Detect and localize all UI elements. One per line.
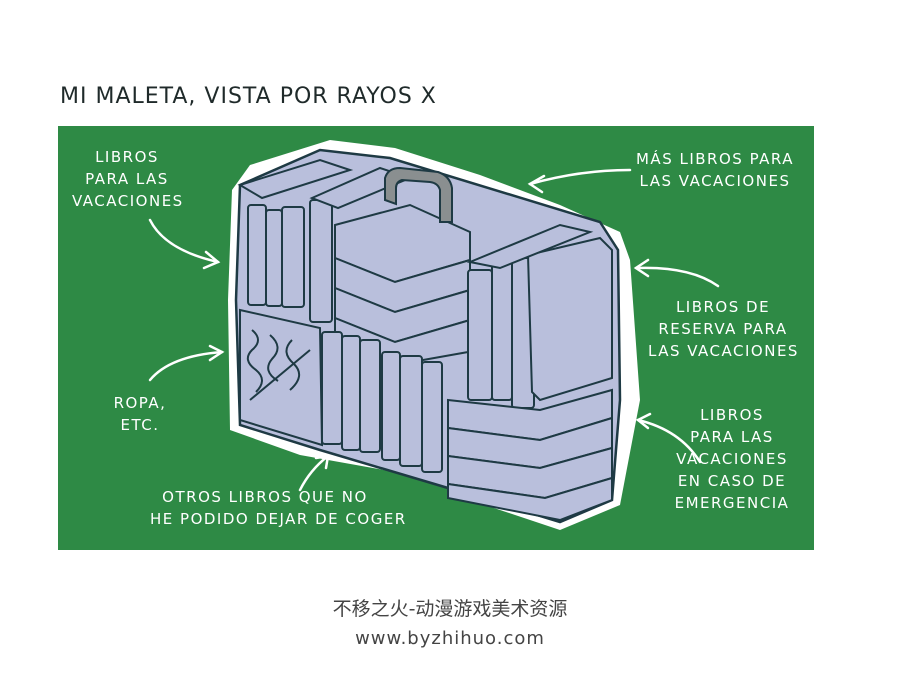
watermark-url: www.byzhihuo.com [355, 628, 545, 649]
arrow-mid-right [634, 266, 720, 288]
arrow-bottom-center [298, 454, 330, 492]
label-line: LIBROS [700, 406, 764, 424]
label-mid-left: ROPA, ETC. [105, 392, 175, 436]
label-line: LAS VACACIONES [648, 342, 799, 360]
watermark-title: 不移之火-动漫游戏美术资源 [332, 598, 568, 620]
label-line: VACACIONES [72, 192, 184, 210]
arrow-mid-left [148, 350, 224, 382]
label-mid-right: LIBROS DE RESERVA PARA LAS VACACIONES [648, 296, 798, 362]
label-bottom-center: OTROS LIBROS QUE NO HE PODIDO DEJAR DE C… [150, 486, 407, 530]
label-line: VACACIONES [676, 450, 788, 468]
label-line: RESERVA PARA [658, 320, 788, 338]
page-title: MI MALETA, VISTA POR RAYOS X [60, 84, 437, 109]
label-bottom-right: LIBROS PARA LAS VACACIONES EN CASO DE EM… [672, 404, 792, 514]
label-top-left: LIBROS PARA LAS VACACIONES [72, 146, 182, 212]
label-line: LAS VACACIONES [639, 172, 791, 190]
label-line: OTROS LIBROS QUE NO [162, 488, 368, 506]
label-line: EN CASO DE [677, 472, 787, 490]
label-line: ETC. [120, 416, 160, 434]
label-line: ROPA, [113, 394, 167, 412]
suitcase-handle-icon [384, 166, 453, 223]
books-bottom-center [321, 331, 443, 473]
annotation-arrows [148, 168, 720, 492]
arrow-top-left [148, 218, 220, 264]
clothes [239, 308, 324, 447]
arrow-bottom-right [636, 418, 702, 464]
label-top-right: MÁS LIBROS PARA LAS VACACIONES [630, 148, 800, 192]
arrow-top-right [528, 168, 632, 186]
books-top-left [237, 158, 413, 323]
books-emergency-stack [447, 388, 613, 522]
label-line: HE PODIDO DEJAR DE COGER [150, 510, 407, 528]
label-line: PARA LAS [690, 428, 774, 446]
label-line: MÁS LIBROS PARA [635, 150, 794, 168]
books-right-reserve [466, 223, 613, 409]
label-line: EMERGENCIA [674, 494, 790, 512]
label-line: LIBROS [95, 148, 159, 166]
label-line: LIBROS DE [675, 298, 771, 316]
label-line: PARA LAS [85, 170, 169, 188]
